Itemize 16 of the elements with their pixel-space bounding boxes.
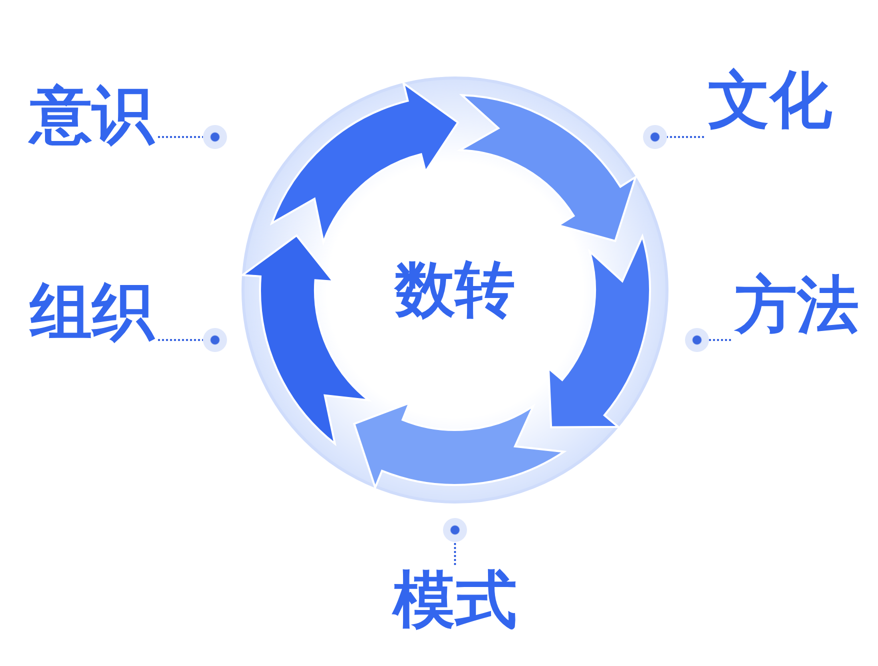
center-label: 数转 — [395, 260, 515, 320]
label-text: 意识 — [30, 84, 154, 146]
dot-marker — [643, 125, 667, 149]
dot-marker — [685, 328, 709, 352]
leader-line — [158, 339, 203, 341]
dot-marker — [203, 328, 227, 352]
dot-marker — [443, 518, 467, 542]
leader-line — [454, 542, 456, 565]
label-text: 组织 — [30, 281, 154, 343]
leader-line — [709, 339, 731, 341]
label-text: 模式 — [393, 569, 517, 631]
label-text: 方法 — [735, 274, 859, 336]
leader-line — [158, 136, 203, 138]
label-text: 文化 — [708, 69, 832, 131]
dot-marker — [203, 125, 227, 149]
leader-line — [667, 136, 704, 138]
